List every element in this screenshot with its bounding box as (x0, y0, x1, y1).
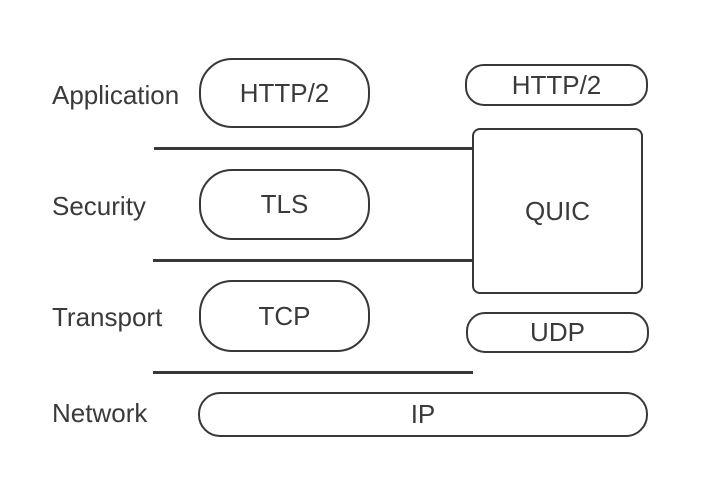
layer-label-application: Application (52, 80, 180, 110)
node-quic: QUIC (472, 128, 643, 294)
node-tls: TLS (199, 169, 370, 240)
node-http2-tcp-stack: HTTP/2 (199, 58, 370, 128)
node-tcp: TCP (199, 280, 370, 352)
separator-application-security (154, 147, 472, 150)
layer-label-transport: Transport (52, 302, 163, 332)
layer-label-security: Security (52, 191, 146, 221)
separator-security-transport (153, 259, 472, 262)
layer-label-network: Network (52, 398, 148, 428)
node-ip: IP (198, 392, 648, 437)
node-http2-quic-stack: HTTP/2 (465, 64, 648, 106)
separator-transport-network (153, 371, 473, 374)
node-udp: UDP (466, 312, 649, 353)
